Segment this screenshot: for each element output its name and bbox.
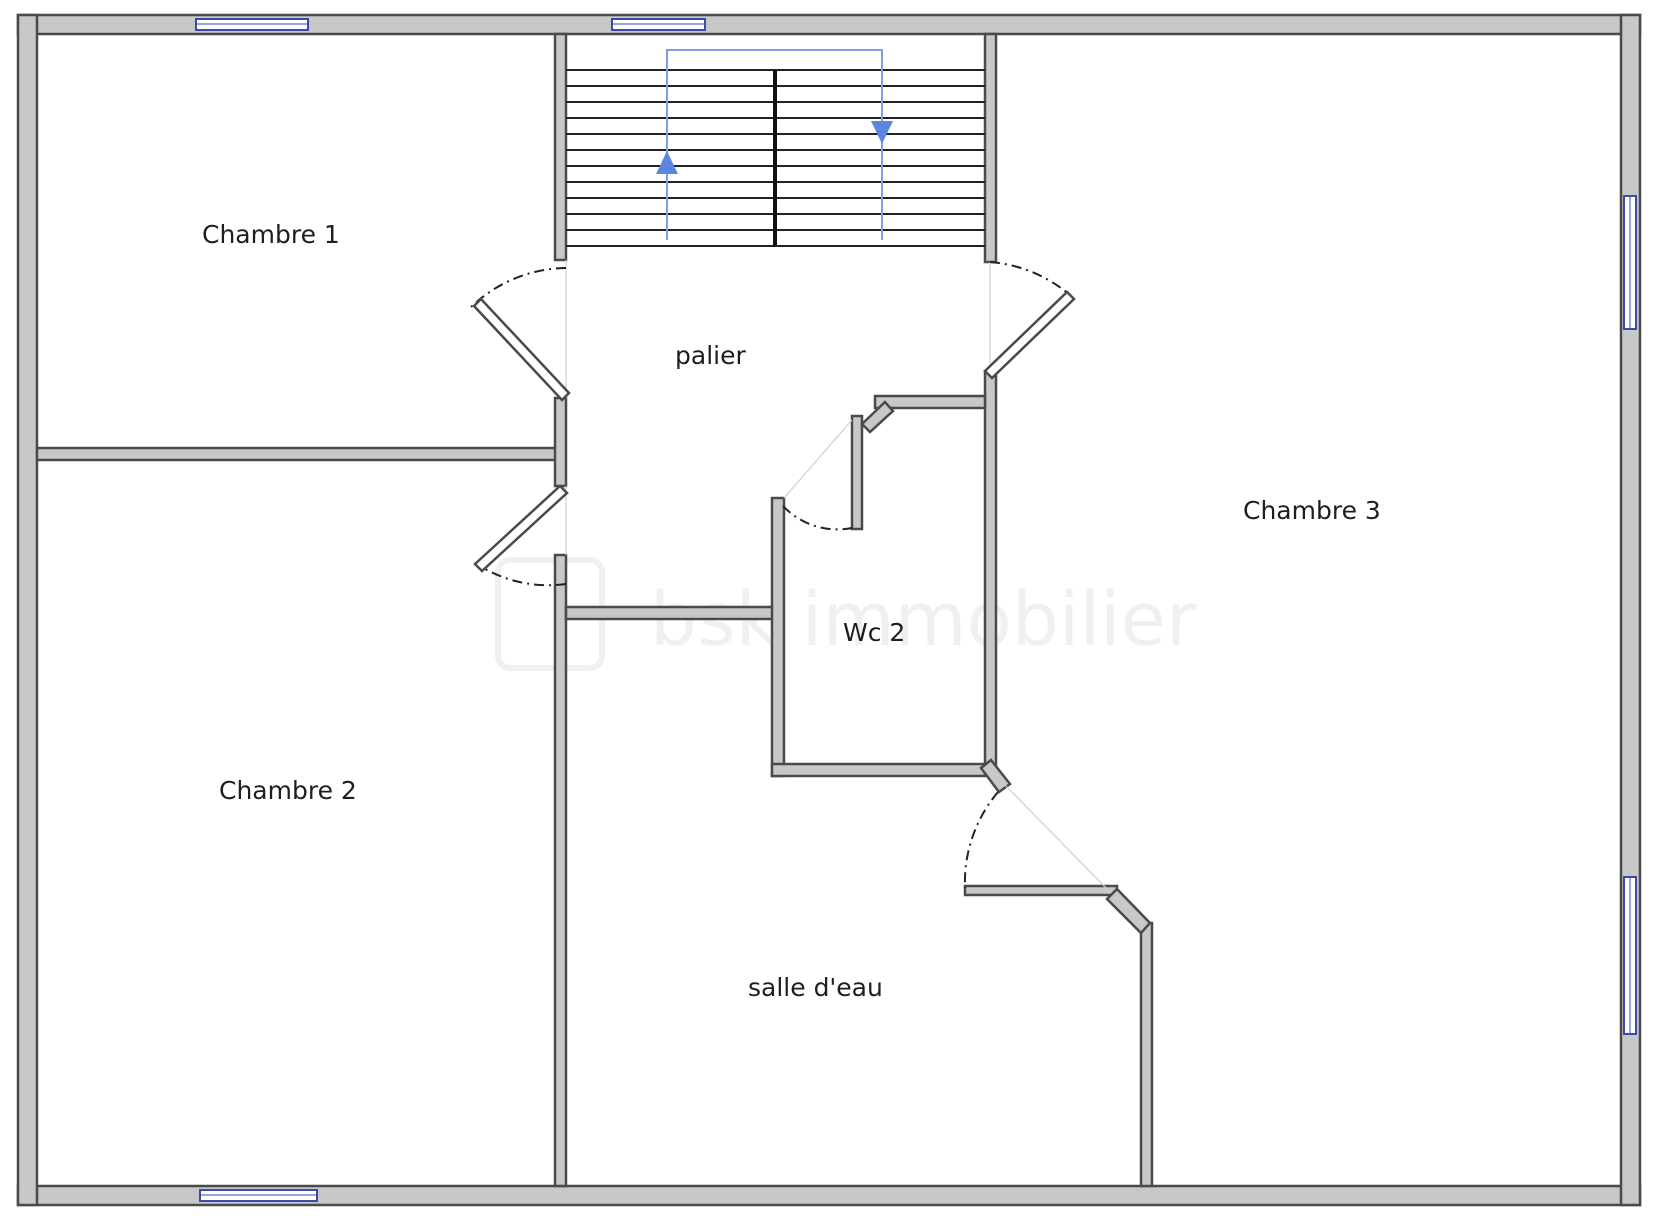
windows [195, 18, 1637, 1202]
room-label-chambre-2: Chambre 2 [219, 776, 357, 805]
room-label-chambre-1: Chambre 1 [202, 220, 340, 249]
room-label-wc-2: Wc 2 [843, 618, 905, 647]
opening-lines [565, 260, 1111, 893]
interior-walls [35, 32, 1154, 1188]
staircase [566, 49, 985, 247]
room-labels: Chambre 1 Chambre 2 Chambre 3 palier Wc … [202, 220, 1381, 1002]
stair-down-arrow [871, 121, 893, 144]
stair-up-arrow [656, 151, 678, 174]
room-label-chambre-3: Chambre 3 [1243, 496, 1381, 525]
doors [469, 261, 1076, 889]
room-label-palier: palier [675, 341, 746, 370]
stair-direction-line [666, 49, 883, 240]
room-label-salle-deau: salle d'eau [748, 973, 883, 1002]
